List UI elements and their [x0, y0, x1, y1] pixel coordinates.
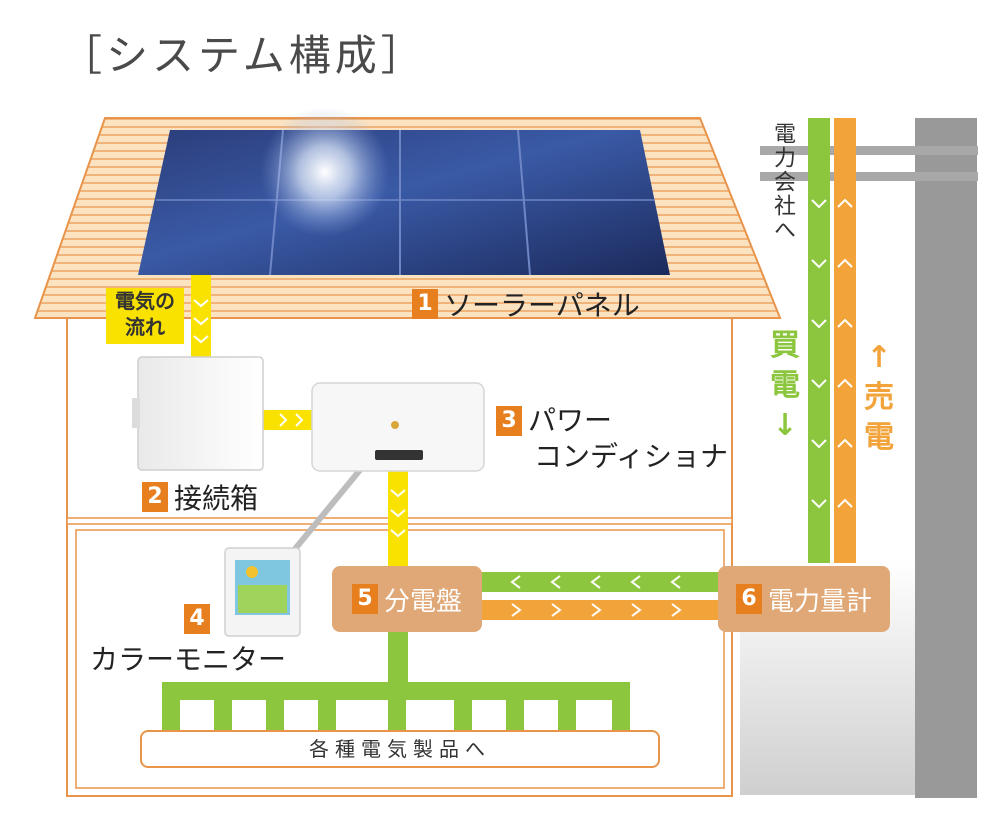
- flow-label-line2: 流れ: [125, 315, 165, 339]
- number-badge: 5: [351, 584, 378, 614]
- appliance-drops: [162, 700, 630, 732]
- arrow-down-icon: ↓: [772, 408, 798, 443]
- appliances-label: 各種電気製品へ: [140, 730, 660, 768]
- sell-line1: 売: [864, 380, 894, 415]
- buy-line1: 買: [770, 328, 800, 363]
- number-badge: 6: [735, 584, 762, 614]
- label-text: 接続箱: [174, 482, 259, 515]
- buy-power-label: 買 電 ↓: [764, 326, 806, 446]
- appliance-trunk: [388, 630, 408, 690]
- buy-line2: 電: [770, 368, 800, 403]
- label-line2: コンディショナ: [534, 440, 729, 473]
- power-conditioner-icon: [311, 382, 485, 472]
- number-badge: 4: [184, 604, 210, 634]
- sell-line2: 電: [864, 420, 894, 455]
- label-text: 電力量計: [767, 586, 872, 617]
- sell-flow-vertical: [834, 118, 856, 563]
- label-text: 分電盤: [383, 586, 462, 617]
- horizontal-chevrons: [510, 575, 682, 617]
- junction-box-icon: [132, 356, 264, 471]
- number-badge: 2: [142, 482, 168, 512]
- buy-flow-vertical: [808, 118, 830, 563]
- appliance-bus: [162, 682, 630, 700]
- arrow-up-icon: ↑: [866, 340, 892, 375]
- utility-pole-icon: [760, 118, 978, 798]
- buy-flow-horizontal: [480, 572, 720, 592]
- monitor-number: 4: [184, 604, 210, 634]
- number-badge: 3: [496, 406, 522, 436]
- monitor-cable: [287, 468, 363, 557]
- monitor-icon: [224, 547, 301, 637]
- sell-power-label: ↑ 売 電: [858, 338, 900, 458]
- number-badge: 1: [412, 289, 438, 319]
- page-title: ［システム構成］: [60, 31, 427, 80]
- label-line1: パワー: [528, 404, 613, 437]
- label-text: ソーラーパネル: [444, 289, 640, 322]
- yellow-flow-chevrons: [193, 299, 406, 538]
- vertical-chevrons: [811, 198, 853, 509]
- utility-label: 電力会社へ: [770, 122, 795, 242]
- flow-label: 電気の 流れ: [106, 288, 184, 344]
- monitor-label: カラーモニター: [90, 643, 287, 676]
- solar-panel-icon: [138, 107, 670, 276]
- flow-label-line1: 電気の: [115, 289, 175, 313]
